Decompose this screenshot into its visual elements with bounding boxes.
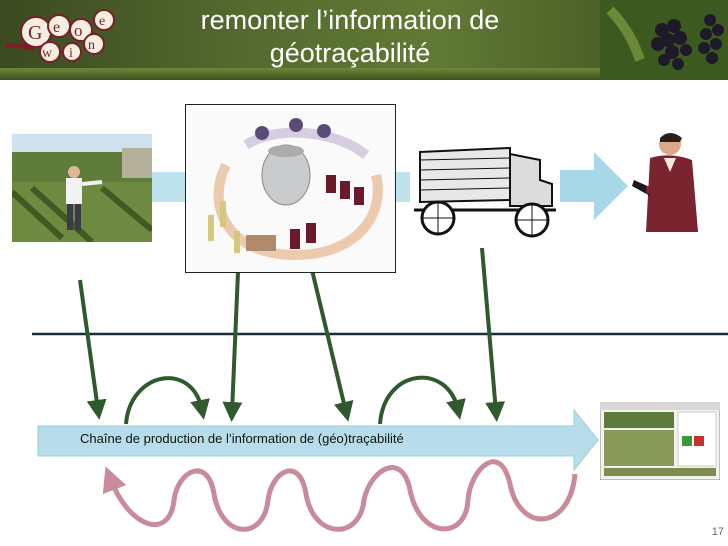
header-banner: G e o e w i n remonter l’information de … [0,0,728,80]
svg-text:n: n [88,38,95,53]
svg-text:o: o [74,21,83,40]
svg-text:G: G [28,22,42,44]
lower-wave-arrow [102,459,578,532]
geowine-logo: G e o e w i n [5,9,115,63]
flow-arrow-3 [560,152,628,220]
flow-arrow-2 [394,172,412,202]
page-number: 17 [711,526,724,538]
wine-process-image [185,104,396,273]
header-band [0,68,728,80]
down-arrow-3 [310,269,354,422]
upper-loop-2 [378,375,466,425]
title-line-2: géotraçabilité [269,38,431,68]
svg-text:e: e [99,14,105,29]
svg-text:w: w [42,46,53,61]
delivery-truck-image [410,140,560,240]
down-arrow-2 [222,271,243,422]
upper-loop-1 [124,376,210,425]
title-line-1: remonter l’information de [200,5,500,35]
website-screenshot [600,402,720,480]
down-arrow-4 [480,247,506,422]
consumer-image [628,128,708,232]
svg-text:e: e [53,19,60,36]
chain-arrow [37,408,599,472]
grapes-image [600,0,728,80]
down-arrow-1 [78,279,107,420]
chain-label: Chaîne de production de l’information de… [80,431,404,446]
vineyard-worker-image [12,134,152,242]
svg-text:i: i [69,46,73,61]
slide-title: remonter l’information de géotraçabilité [160,4,540,70]
flow-arrow-1 [152,172,186,202]
